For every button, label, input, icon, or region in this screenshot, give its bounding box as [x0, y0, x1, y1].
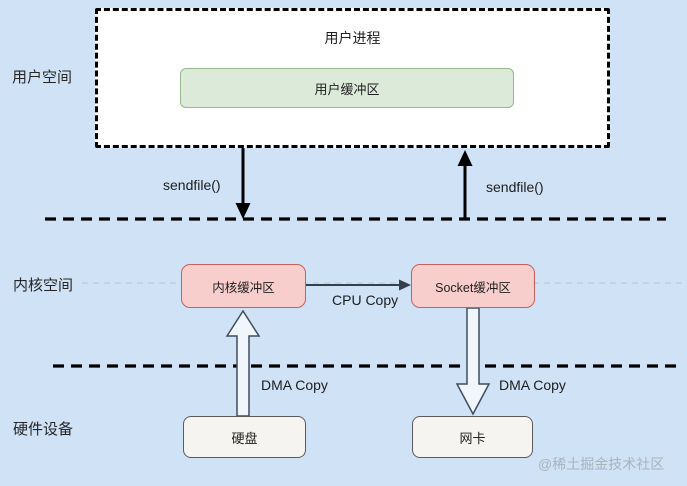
juejin-watermark: @稀土掘金技术社区: [538, 456, 665, 472]
sendfile-call-label: sendfile(): [163, 177, 221, 193]
hardware-label: 硬件设备: [13, 421, 74, 438]
socket-buffer-box: Socket缓冲区: [411, 264, 535, 308]
user-process-label: 用户进程: [324, 30, 381, 46]
dma-copy-disk-arrow: [225, 309, 261, 417]
sendfile-return-arrow: [457, 150, 473, 218]
dma-copy-nic-label: DMA Copy: [499, 377, 566, 393]
nic-box: 网卡: [412, 416, 533, 458]
cpu-copy-arrow: [306, 279, 411, 291]
disk-label: 硬盘: [231, 430, 258, 446]
user-buffer-label: 用户缓冲区: [314, 81, 380, 97]
sendfile-call-arrow: [235, 148, 251, 219]
dma-copy-disk-label: DMA Copy: [261, 377, 328, 393]
nic-label: 网卡: [459, 430, 486, 446]
sendfile-return-label: sendfile(): [486, 179, 544, 195]
dma-copy-nic-arrow: [455, 307, 491, 416]
kernel-buffer-box: 内核缓冲区: [181, 264, 306, 308]
disk-box: 硬盘: [183, 416, 306, 458]
cpu-copy-label: CPU Copy: [332, 292, 399, 308]
user-buffer-box: 用户缓冲区: [180, 68, 514, 108]
user-space-label: 用户空间: [12, 69, 73, 86]
kernel-space-label: 内核空间: [13, 277, 74, 294]
socket-buffer-label: Socket缓冲区: [435, 280, 511, 295]
kernel-buffer-label: 内核缓冲区: [212, 280, 275, 295]
